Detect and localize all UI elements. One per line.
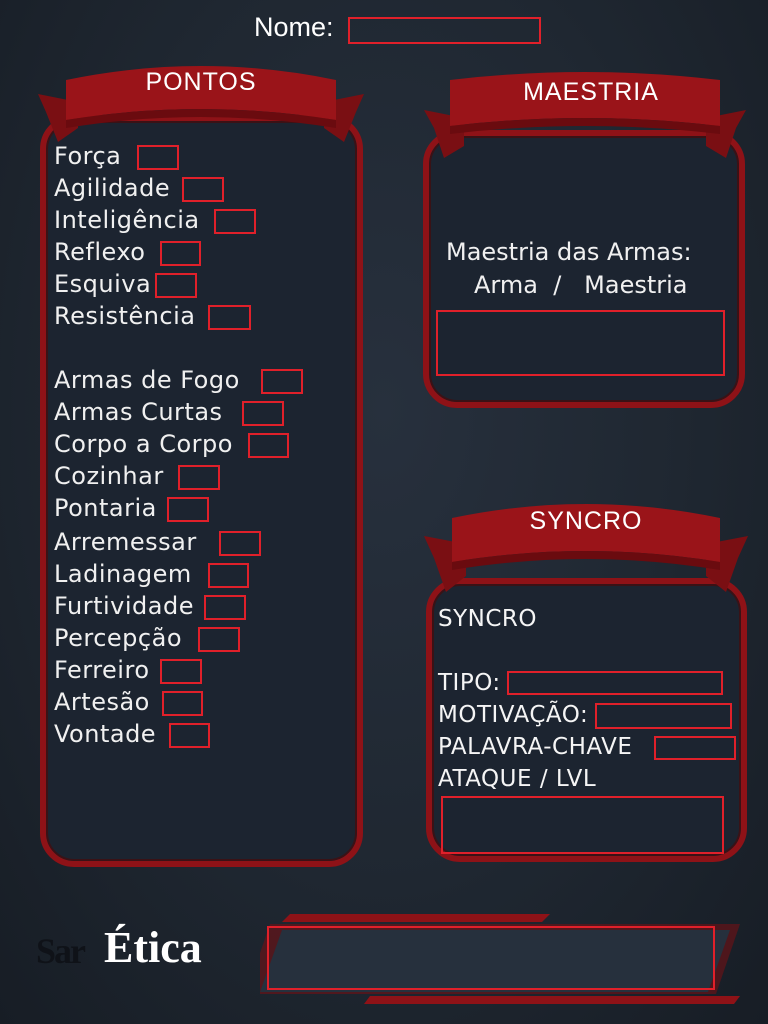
stat-label: Artesão: [54, 688, 150, 716]
stat-label: Vontade: [54, 720, 157, 748]
stat-value-input[interactable]: [178, 465, 220, 490]
maestria-input[interactable]: [436, 310, 725, 376]
stat-label: Força: [54, 142, 122, 170]
pontos-ribbon: [38, 66, 364, 142]
stat-value-input[interactable]: [167, 497, 209, 522]
syncro-ataque-input[interactable]: [441, 796, 724, 854]
name-input[interactable]: [348, 17, 541, 44]
maestria-columns-label: Arma / Maestria: [474, 271, 688, 299]
stat-value-input[interactable]: [208, 563, 249, 588]
maestria-ribbon: [424, 72, 746, 158]
stat-label: Corpo a Corpo: [54, 430, 233, 458]
name-label: Nome:: [254, 12, 334, 42]
stat-value-input[interactable]: [182, 177, 224, 202]
stat-value-input[interactable]: [160, 659, 202, 684]
stat-label: Armas Curtas: [54, 398, 223, 426]
syncro-tipo-label: TIPO:: [438, 670, 501, 696]
stat-value-input[interactable]: [214, 209, 256, 234]
stat-label: Percepção: [54, 624, 183, 652]
syncro-tipo-input[interactable]: [507, 671, 723, 695]
stat-label: Cozinhar: [54, 462, 164, 490]
stat-label: Agilidade: [54, 174, 171, 202]
syncro-ataque-label: ATAQUE / LVL: [438, 766, 597, 792]
stat-value-input[interactable]: [219, 531, 261, 556]
syncro-motivacao-input[interactable]: [595, 703, 732, 729]
stat-value-input[interactable]: [242, 401, 284, 426]
stat-value-input[interactable]: [204, 595, 246, 620]
stat-label: Pontaria: [54, 494, 157, 522]
stat-value-input[interactable]: [248, 433, 289, 458]
pontos-title: PONTOS: [145, 68, 257, 96]
stat-value-input[interactable]: [169, 723, 210, 748]
etica-label: Ética: [104, 923, 202, 972]
syncro-heading: SYNCRO: [438, 606, 537, 632]
stat-value-input[interactable]: [198, 627, 240, 652]
stat-value-input[interactable]: [160, 241, 201, 266]
syncro-palavra-chave-input[interactable]: [654, 736, 736, 760]
stat-label: Armas de Fogo: [54, 366, 240, 394]
syncro-ribbon: [424, 504, 748, 592]
maestria-panel: [423, 130, 745, 408]
etica-shadow-text: Sar: [36, 931, 86, 971]
syncro-panel: [426, 578, 747, 862]
stat-label: Arremessar: [54, 528, 197, 556]
stat-value-input[interactable]: [155, 273, 197, 298]
stat-label: Ladinagem: [54, 560, 192, 588]
pontos-panel: [40, 115, 363, 867]
stat-label: Inteligência: [54, 206, 200, 234]
stat-value-input[interactable]: [208, 305, 251, 330]
syncro-title: SYNCRO: [529, 507, 643, 535]
stat-label: Reflexo: [54, 238, 146, 266]
stat-value-input[interactable]: [162, 691, 203, 716]
syncro-motivacao-label: MOTIVAÇÃO:: [438, 702, 589, 728]
stat-label: Resistência: [54, 302, 196, 330]
stat-label: Ferreiro: [54, 656, 150, 684]
maestria-title: MAESTRIA: [523, 78, 659, 106]
etica-input[interactable]: [267, 926, 715, 990]
stat-label: Esquiva: [54, 270, 152, 298]
maestria-heading: Maestria das Armas:: [446, 238, 692, 266]
etica-strip: [260, 914, 740, 1004]
syncro-palavra-chave-label: PALAVRA-CHAVE: [438, 734, 633, 760]
stat-value-input[interactable]: [137, 145, 179, 170]
stat-label: Furtividade: [54, 592, 194, 620]
stat-value-input[interactable]: [261, 369, 303, 394]
